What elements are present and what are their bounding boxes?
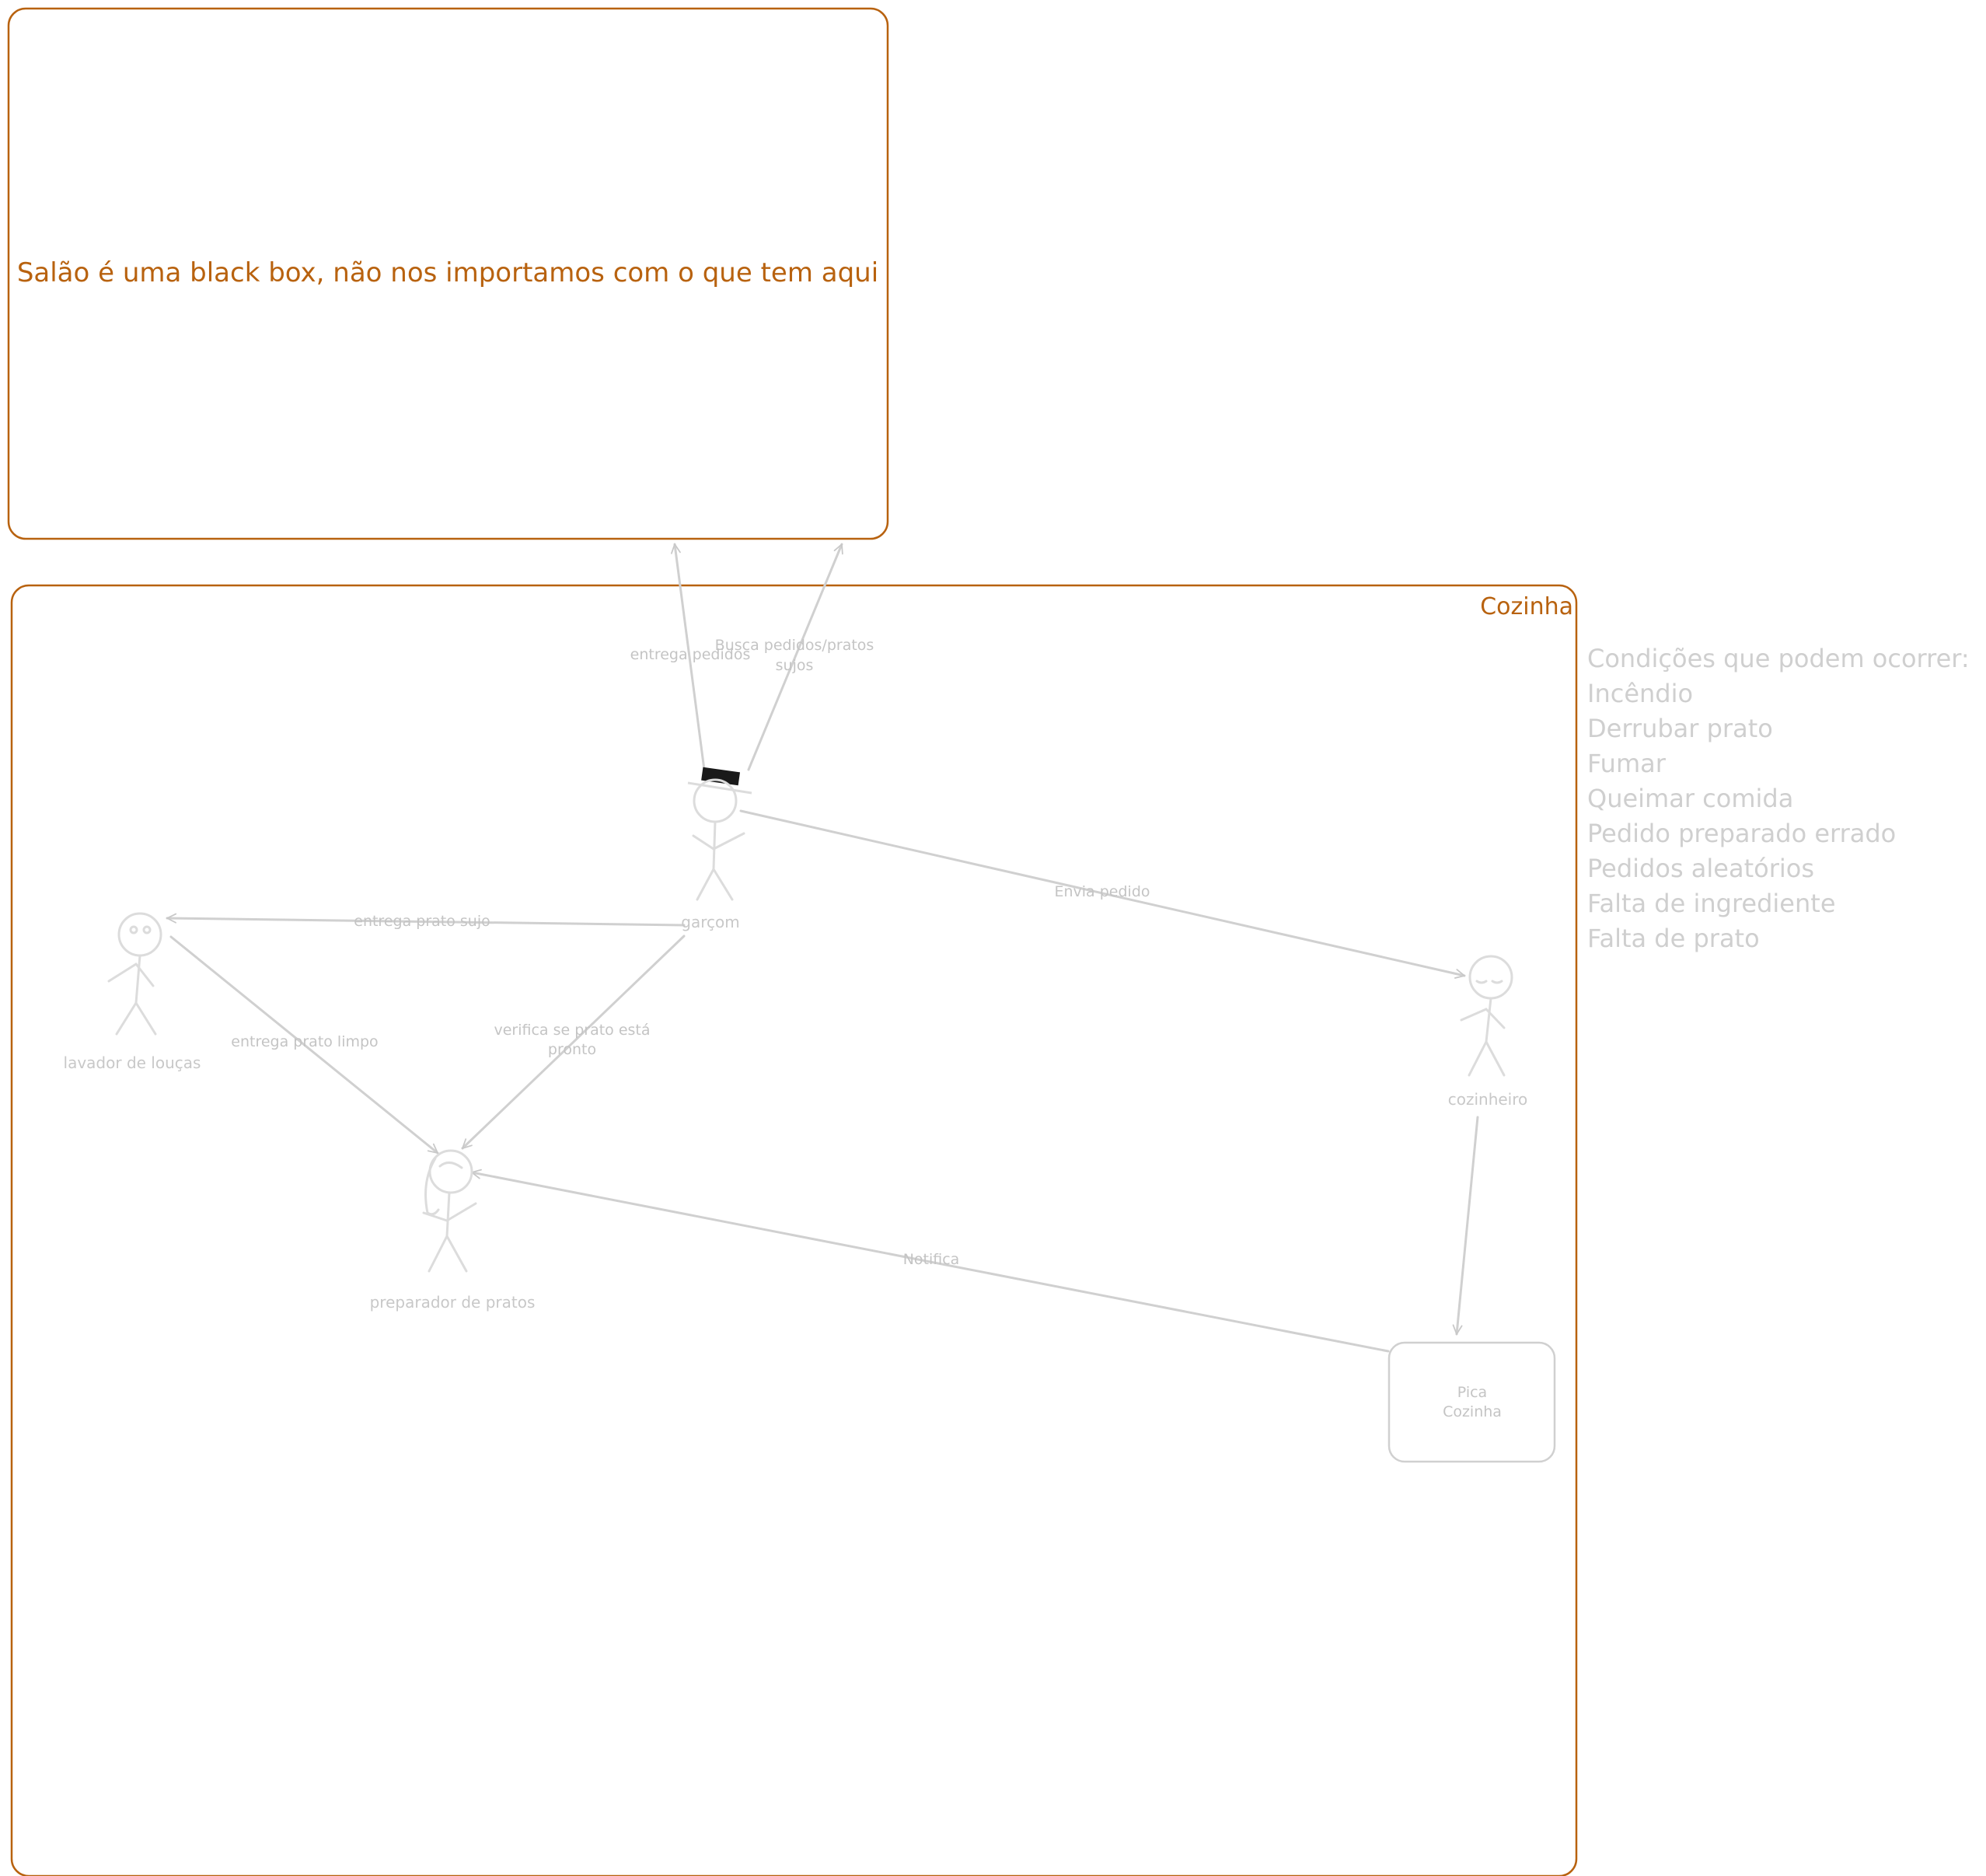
edge-verifica-prato[interactable]: verifica se prato está pronto bbox=[461, 935, 686, 1150]
pica-cozinha-line1: Pica bbox=[1457, 1384, 1487, 1401]
stick-figure-icon bbox=[422, 1149, 477, 1273]
stick-figure-icon bbox=[107, 912, 162, 1036]
edge-cozinheiro-pica[interactable] bbox=[1452, 1116, 1479, 1336]
salao-frame[interactable]: Salão é uma black box, não nos importamo… bbox=[7, 7, 889, 540]
edge-entrega-pedidos[interactable]: entrega pedidos bbox=[630, 543, 751, 771]
condition-item: Queimar comida bbox=[1587, 784, 1793, 813]
edge-verifica-prato-label-2: pronto bbox=[548, 1041, 596, 1058]
edge-notifica-label: Notifica bbox=[903, 1251, 960, 1268]
edge-entrega-prato-sujo[interactable]: entrega prato sujo bbox=[166, 913, 686, 930]
edge-entrega-pedidos-label: entrega pedidos bbox=[630, 646, 751, 663]
actor-lavador-label: lavador de louças bbox=[64, 1053, 201, 1072]
edge-busca-pedidos-label-2: sujos bbox=[776, 657, 814, 674]
condition-item: Falta de prato bbox=[1587, 924, 1760, 953]
actor-cozinheiro-label: cozinheiro bbox=[1448, 1090, 1528, 1109]
edge-cozinheiro-pica-line bbox=[1452, 1116, 1479, 1336]
edge-verifica-prato-label-1: verifica se prato está bbox=[494, 1022, 650, 1039]
actor-garcom[interactable]: garçom bbox=[681, 767, 752, 931]
stick-figure-icon bbox=[692, 778, 745, 901]
condition-item: Pedidos aleatórios bbox=[1587, 854, 1814, 883]
edges: entrega pedidos Busca pedidos/pratos suj… bbox=[166, 543, 1479, 1353]
edge-envia-pedido-label: Envia pedido bbox=[1054, 883, 1150, 900]
salao-frame-text: Salão é uma black box, não nos importamo… bbox=[17, 257, 878, 288]
edge-entrega-prato-limpo-line bbox=[169, 935, 439, 1155]
cozinha-frame-border bbox=[10, 584, 1578, 1876]
edge-entrega-prato-sujo-line bbox=[166, 913, 686, 927]
edge-envia-pedido-line bbox=[739, 809, 1466, 979]
actor-garcom-label: garçom bbox=[681, 913, 739, 931]
edge-entrega-pedidos-line bbox=[671, 543, 706, 771]
condition-item: Derrubar prato bbox=[1587, 714, 1773, 743]
pica-cozinha-box[interactable]: Pica Cozinha bbox=[1387, 1341, 1556, 1463]
edge-busca-pedidos[interactable]: Busca pedidos/pratos sujos bbox=[715, 543, 874, 771]
pica-cozinha-box-border bbox=[1387, 1341, 1556, 1463]
condition-item: Pedido preparado errado bbox=[1587, 819, 1896, 848]
actor-preparador[interactable]: preparador de pratos bbox=[370, 1149, 536, 1312]
top-hat-brim bbox=[687, 781, 752, 795]
cozinha-frame-title: Cozinha bbox=[1480, 593, 1573, 620]
stick-figure-icon bbox=[1460, 955, 1513, 1077]
edge-busca-pedidos-label-1: Busca pedidos/pratos bbox=[715, 637, 874, 654]
actor-cozinheiro[interactable]: cozinheiro bbox=[1448, 955, 1528, 1109]
condition-item: Fumar bbox=[1587, 749, 1667, 778]
pica-cozinha-line2: Cozinha bbox=[1443, 1403, 1502, 1420]
edge-verifica-prato-line bbox=[461, 935, 686, 1150]
top-hat-crown bbox=[701, 767, 741, 786]
edge-entrega-prato-limpo[interactable]: entrega prato limpo bbox=[169, 935, 439, 1155]
edge-busca-pedidos-line bbox=[747, 543, 843, 771]
edge-notifica[interactable]: Notifica bbox=[470, 1169, 1390, 1353]
edge-envia-pedido[interactable]: Envia pedido bbox=[739, 809, 1466, 979]
condition-item: Falta de ingrediente bbox=[1587, 889, 1836, 918]
actor-lavador[interactable]: lavador de louças bbox=[64, 912, 201, 1072]
conditions-note[interactable]: Condições que podem ocorrer: Incêndio De… bbox=[1587, 644, 1970, 953]
actor-preparador-label: preparador de pratos bbox=[370, 1293, 536, 1312]
edge-notifica-line bbox=[470, 1169, 1390, 1353]
condition-item: Incêndio bbox=[1587, 679, 1693, 708]
edge-entrega-prato-sujo-label: entrega prato sujo bbox=[354, 913, 490, 930]
cozinha-frame[interactable]: Cozinha bbox=[10, 584, 1578, 1876]
conditions-title: Condições que podem ocorrer: bbox=[1587, 644, 1970, 673]
edge-entrega-prato-limpo-label: entrega prato limpo bbox=[231, 1033, 378, 1050]
salao-frame-border bbox=[7, 7, 889, 540]
